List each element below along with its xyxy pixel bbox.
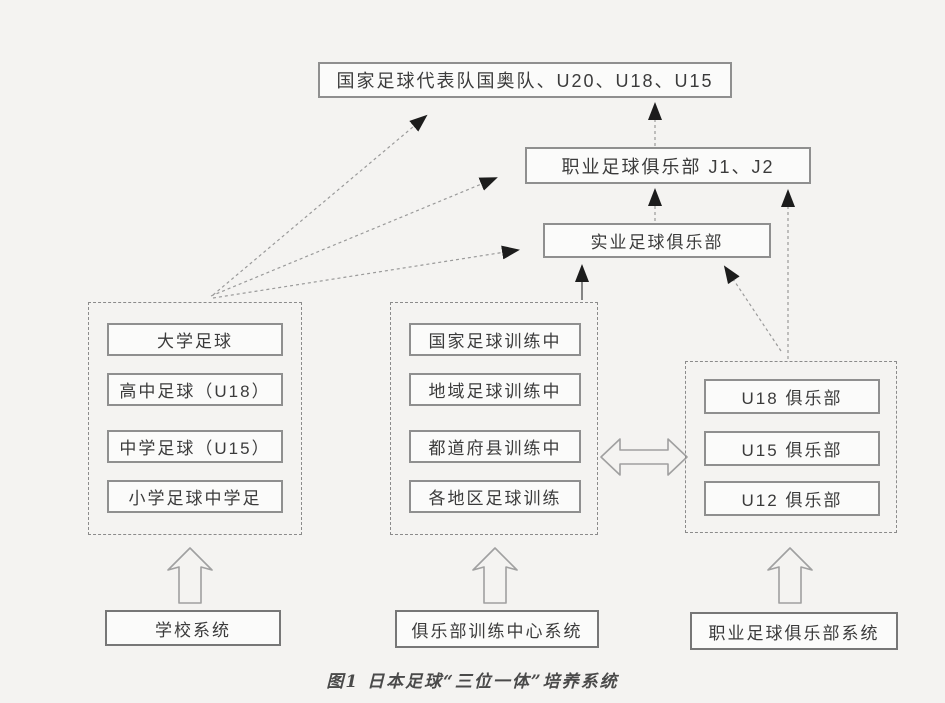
dashed-arrow-school-to-industrial-clubs xyxy=(212,245,520,299)
club-item-u15: U15 俱乐部 xyxy=(704,431,880,466)
industrial-clubs-box: 实业足球俱乐部 xyxy=(543,223,771,258)
training-item-national: 国家足球训练中 xyxy=(409,323,581,356)
training-system-label: 俱乐部训练中心系统 xyxy=(395,610,599,648)
figure-caption: 图1 日本足球“三位一体”培养系统 xyxy=(326,672,619,692)
block-up-arrow-training-system-icon xyxy=(472,547,518,604)
professional-clubs-box: 职业足球俱乐部 J1、J2 xyxy=(525,147,811,184)
block-up-arrow-school-system-icon xyxy=(167,547,213,604)
double-headed-arrow-icon xyxy=(600,438,688,476)
training-group: 国家足球训练中 地域足球训练中 都道府县训练中 各地区足球训练 xyxy=(390,302,598,535)
school-item-university: 大学足球 xyxy=(107,323,283,356)
school-system-label: 学校系统 xyxy=(105,610,281,646)
school-item-high-school: 高中足球（U18） xyxy=(107,373,283,406)
dashed-arrow-school-to-professional-clubs xyxy=(210,177,498,297)
dashed-arrow-club-group-to-industrial xyxy=(723,265,782,352)
training-item-prefecture: 都道府县训练中 xyxy=(409,430,581,463)
school-item-middle-school: 中学足球（U15） xyxy=(107,430,283,463)
school-item-elementary: 小学足球中学足 xyxy=(107,480,283,513)
school-group: 大学足球 高中足球（U18） 中学足球（U15） 小学足球中学足 xyxy=(88,302,302,535)
training-item-district: 各地区足球训练 xyxy=(409,480,581,513)
club-item-u18: U18 俱乐部 xyxy=(704,379,880,414)
block-up-arrow-pro-club-system-icon xyxy=(767,547,813,604)
pro-club-system-label: 职业足球俱乐部系统 xyxy=(690,612,898,650)
training-item-regional: 地域足球训练中 xyxy=(409,373,581,406)
pro-club-group: U18 俱乐部 U15 俱乐部 U12 俱乐部 xyxy=(685,361,897,533)
club-item-u12: U12 俱乐部 xyxy=(704,481,880,516)
national-team-box: 国家足球代表队国奥队、U20、U18、U15 xyxy=(318,62,732,98)
dashed-arrow-school-to-national-team xyxy=(212,114,428,296)
